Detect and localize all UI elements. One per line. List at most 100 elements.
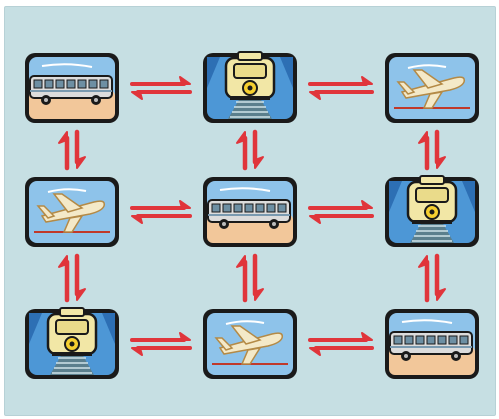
bus-window <box>393 335 403 345</box>
train-icon <box>25 307 119 379</box>
arrow-head-left <box>131 91 143 100</box>
arrow-head-down <box>76 288 86 301</box>
plane-tail <box>396 81 416 95</box>
cloud-stroke <box>407 64 447 69</box>
arrow-head-down <box>436 156 446 169</box>
arrow-head-right <box>179 76 191 85</box>
bus-hubcap <box>454 354 458 358</box>
double-arrow-icon <box>418 253 446 303</box>
plane-fuselage <box>400 76 466 99</box>
double-arrow-icon <box>130 200 192 224</box>
train-roof <box>419 175 445 185</box>
train-window <box>233 63 267 79</box>
arrow-head-down <box>76 156 86 169</box>
arrow-head-up <box>58 255 68 268</box>
plane-wing <box>62 214 84 233</box>
train-window <box>415 187 449 203</box>
plane-wing <box>230 325 262 345</box>
train-bumper <box>230 96 270 100</box>
plane-wing <box>422 90 444 109</box>
bus-window <box>99 79 109 89</box>
arrow-head-down <box>254 156 264 169</box>
tile-shade <box>102 313 115 344</box>
arrow-head-down <box>436 288 446 301</box>
bus-window <box>77 79 87 89</box>
double-arrow-icon <box>308 76 374 100</box>
tile-shade <box>389 181 402 212</box>
arrow-head-right <box>361 76 373 85</box>
bus-window <box>426 335 436 345</box>
double-arrow-icon <box>418 129 446 171</box>
bus-hubcap <box>404 354 408 358</box>
bus-icon <box>203 177 297 247</box>
train-headlight-center <box>429 209 435 215</box>
rail-track <box>410 222 454 243</box>
double-arrow-icon <box>308 332 374 356</box>
bus-window <box>404 335 414 345</box>
arrow-head-left <box>131 215 143 224</box>
plane-tail <box>214 337 234 351</box>
bus-window <box>415 335 425 345</box>
plane-tail <box>36 205 56 219</box>
plane-wing <box>240 346 262 365</box>
plane-fuselage <box>218 332 284 355</box>
double-arrow-icon <box>130 332 192 356</box>
arrow-head-up <box>58 131 68 144</box>
bus-window <box>277 203 287 213</box>
tile-shade <box>207 57 220 88</box>
arrow-head-up <box>418 131 428 144</box>
bus-window <box>55 79 65 89</box>
bus-window <box>88 79 98 89</box>
bus-hubcap <box>222 222 226 226</box>
cloud-stroke <box>219 187 271 192</box>
tile-shade <box>280 57 293 88</box>
bus-window <box>44 79 54 89</box>
train-bumper <box>412 220 452 224</box>
cloud-stroke <box>225 320 265 325</box>
arrow-head-right <box>179 200 191 209</box>
bus-window <box>448 335 458 345</box>
arrow-head-up <box>236 255 246 268</box>
bus-window <box>211 203 221 213</box>
cloud-stroke <box>401 319 453 324</box>
bus-window <box>66 79 76 89</box>
rail-track <box>50 354 94 375</box>
bus-window <box>459 335 469 345</box>
plane-fuselage <box>40 200 106 223</box>
train-headlight-center <box>69 341 75 347</box>
train-headlight-center <box>247 85 253 91</box>
cloud-stroke <box>47 188 87 193</box>
cloud-stroke <box>41 63 93 68</box>
train-roof <box>59 307 85 317</box>
train-icon <box>385 175 479 247</box>
arrow-head-left <box>309 91 321 100</box>
airplane-icon <box>203 309 297 379</box>
bus-window <box>244 203 254 213</box>
arrow-head-down <box>254 288 264 301</box>
bus-icon <box>385 309 479 379</box>
train-bumper <box>52 352 92 356</box>
train-window <box>55 319 89 335</box>
bus-hubcap <box>44 98 48 102</box>
train-icon <box>203 51 297 123</box>
arrow-head-right <box>361 332 373 341</box>
arrow-head-right <box>179 332 191 341</box>
double-arrow-icon <box>130 76 192 100</box>
airplane-icon <box>25 177 119 247</box>
double-arrow-icon <box>58 253 86 303</box>
double-arrow-icon <box>236 253 264 303</box>
bus-hubcap <box>94 98 98 102</box>
bus-window <box>255 203 265 213</box>
arrow-head-up <box>418 255 428 268</box>
plane-wing <box>412 69 444 89</box>
double-arrow-icon <box>236 129 264 171</box>
bus-window <box>222 203 232 213</box>
arrow-head-left <box>131 347 143 356</box>
bus-window <box>266 203 276 213</box>
rail-track <box>228 98 272 119</box>
bus-window <box>437 335 447 345</box>
double-arrow-icon <box>308 200 374 224</box>
bus-icon <box>25 53 119 123</box>
